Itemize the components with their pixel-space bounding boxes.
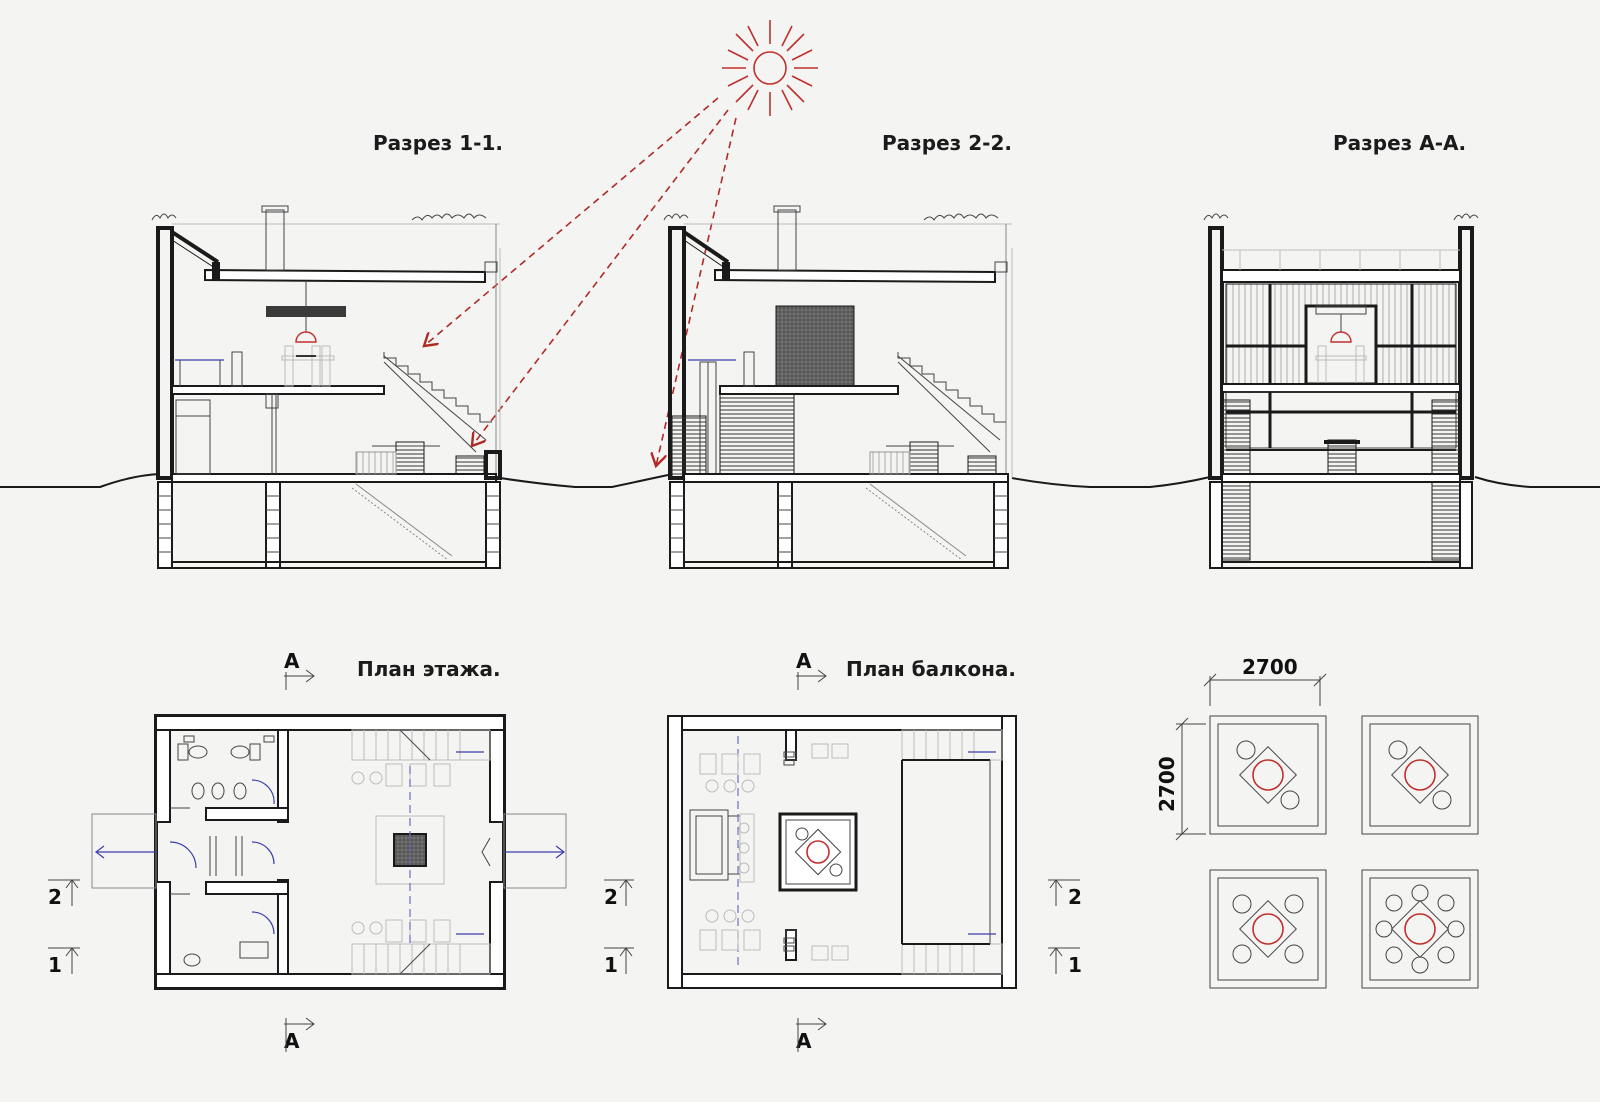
- svg-text:2: 2: [48, 885, 62, 909]
- table-dimension: 2700 2700: [1155, 655, 1327, 841]
- table-layout-2-seats-alt: [1361, 715, 1479, 835]
- section-arrow-icon: А: [284, 1017, 315, 1053]
- round-table-icon: [1391, 746, 1449, 804]
- balcony-plan-title: План балкона.: [846, 657, 1016, 681]
- svg-text:1: 1: [48, 953, 62, 977]
- svg-text:А: А: [796, 1029, 812, 1053]
- floor-plan-title: План этажа.: [357, 657, 501, 681]
- ground-line: [0, 472, 1600, 488]
- balcony-plan-drawing: [667, 715, 1017, 989]
- section-arrow-icon: 1: [48, 947, 80, 977]
- section-arrow-icon: 1: [1048, 947, 1082, 977]
- section-arrow-icon: 2: [1048, 879, 1082, 909]
- round-table-icon: [794, 827, 843, 877]
- svg-text:1: 1: [604, 953, 618, 977]
- section-arrow-icon: 2: [604, 879, 634, 909]
- toilet-icon: [177, 743, 261, 761]
- section-1-1-drawing: [151, 205, 502, 569]
- sink-icon: [191, 782, 247, 800]
- round-table-icon: [1391, 900, 1449, 958]
- section-arrow-icon: А: [796, 1017, 827, 1053]
- round-table-icon: [1239, 746, 1297, 804]
- table-layout-2-seats: [1209, 715, 1327, 835]
- svg-text:А: А: [284, 649, 300, 673]
- section-2-2-title: Разрез 2-2.: [882, 131, 1012, 155]
- section-arrow-icon: 2: [48, 879, 80, 909]
- section-arrow-icon: А: [284, 649, 315, 690]
- svg-text:А: А: [796, 649, 812, 673]
- section-a-a-title: Разрез А-А.: [1333, 131, 1466, 155]
- dim-width-label: 2700: [1242, 655, 1298, 679]
- svg-text:А: А: [284, 1029, 300, 1053]
- svg-text:2: 2: [1068, 885, 1082, 909]
- floor-plan-drawing: [91, 714, 567, 990]
- dim-height-label: 2700: [1155, 756, 1179, 812]
- section-arrow-icon: А: [796, 649, 827, 690]
- sun-icon: [722, 20, 818, 116]
- stairs-icon: [351, 933, 491, 975]
- round-table-icon: [1239, 900, 1297, 958]
- svg-text:1: 1: [1068, 953, 1082, 977]
- table-layout-8-seats: [1361, 869, 1479, 989]
- svg-text:2: 2: [604, 885, 618, 909]
- sun-rays: [424, 97, 737, 466]
- section-a-a-drawing: [1203, 213, 1479, 569]
- stairs-icon: [351, 729, 491, 761]
- section-2-2-drawing: [663, 205, 1013, 569]
- table-layout-4-seats: [1209, 869, 1327, 989]
- section-arrow-icon: 1: [604, 947, 634, 977]
- section-1-1-title: Разрез 1-1.: [373, 131, 503, 155]
